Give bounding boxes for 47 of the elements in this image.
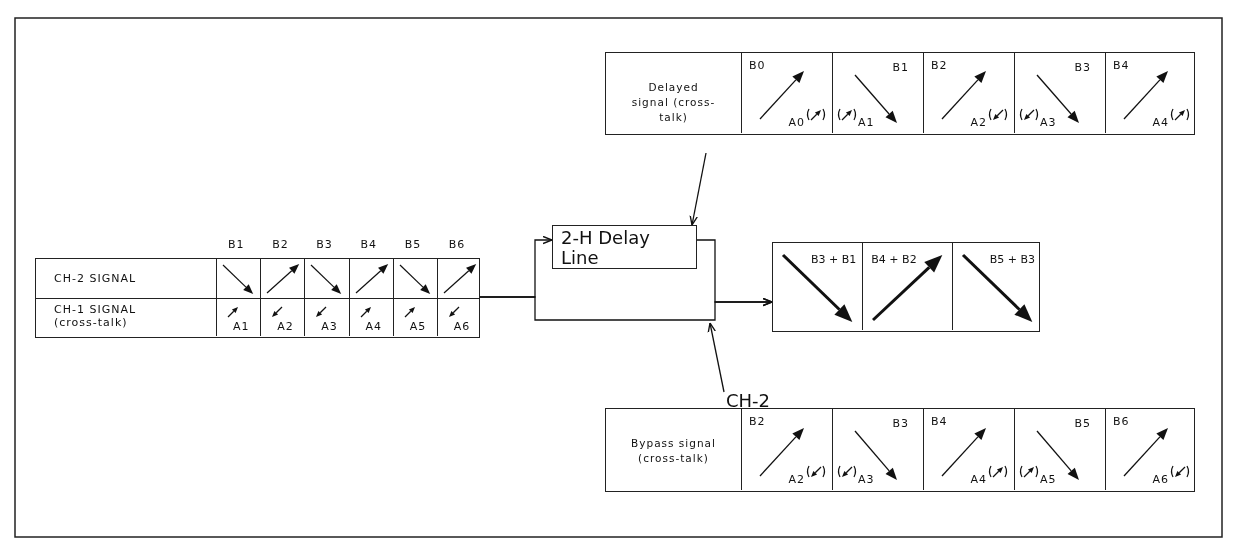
column-label: B6 [448,238,466,251]
column-label: B4 [360,238,378,251]
signal-label: B3 [1074,61,1091,74]
signal-label: B4 [1113,59,1130,72]
signal-label: A2 [277,320,294,333]
box-label: 2-H Delay Line [561,228,651,268]
signal-label: B6 [1113,415,1130,428]
row-label: Delayed signal (cross-talk) [630,79,717,125]
signal-label: A4 [970,473,987,486]
column-label: B3 [316,238,333,251]
signal-label: B5 [1074,417,1091,430]
signal-label: A3 [321,320,338,333]
signal-label: A0 [788,116,805,129]
sum-label: B3 + B1 [811,253,857,266]
column-label: B2 [272,238,289,251]
signal-label: A2 [788,473,805,486]
row-label: CH-1 SIGNAL (cross-talk) [54,303,138,329]
signal-label: B4 [931,415,948,428]
channel-label: CH-2 [726,390,771,412]
output-table [772,242,1040,332]
signal-label: A6 [1152,473,1169,486]
signal-label: A1 [233,320,250,333]
signal-label: A5 [1040,473,1057,486]
signal-label: B1 [892,61,909,74]
leader-line [707,322,725,393]
row-label: CH-2 SIGNAL [54,272,137,285]
signal-label: B0 [749,59,766,72]
signal-table [605,52,1195,135]
leader-line [689,152,707,226]
signal-label: A4 [1152,116,1169,129]
row-label: Bypass signal (cross-talk) [630,436,717,466]
signal-label: A2 [970,116,987,129]
signal-label: B3 [892,417,909,430]
column-label: B1 [228,238,245,251]
column-label: B5 [404,238,422,251]
sum-label: B4 + B2 [871,253,917,266]
signal-label: A3 [858,473,875,486]
sum-label: B5 + B3 [989,253,1035,266]
signal-label: B2 [931,59,948,72]
signal-label: B2 [749,415,766,428]
signal-table [605,408,1195,492]
signal-label: A5 [409,320,427,333]
signal-label: A1 [858,116,875,129]
signal-label: A6 [453,320,471,333]
signal-label: A4 [365,320,383,333]
signal-label: A3 [1040,116,1057,129]
connector-arrow [696,239,773,307]
